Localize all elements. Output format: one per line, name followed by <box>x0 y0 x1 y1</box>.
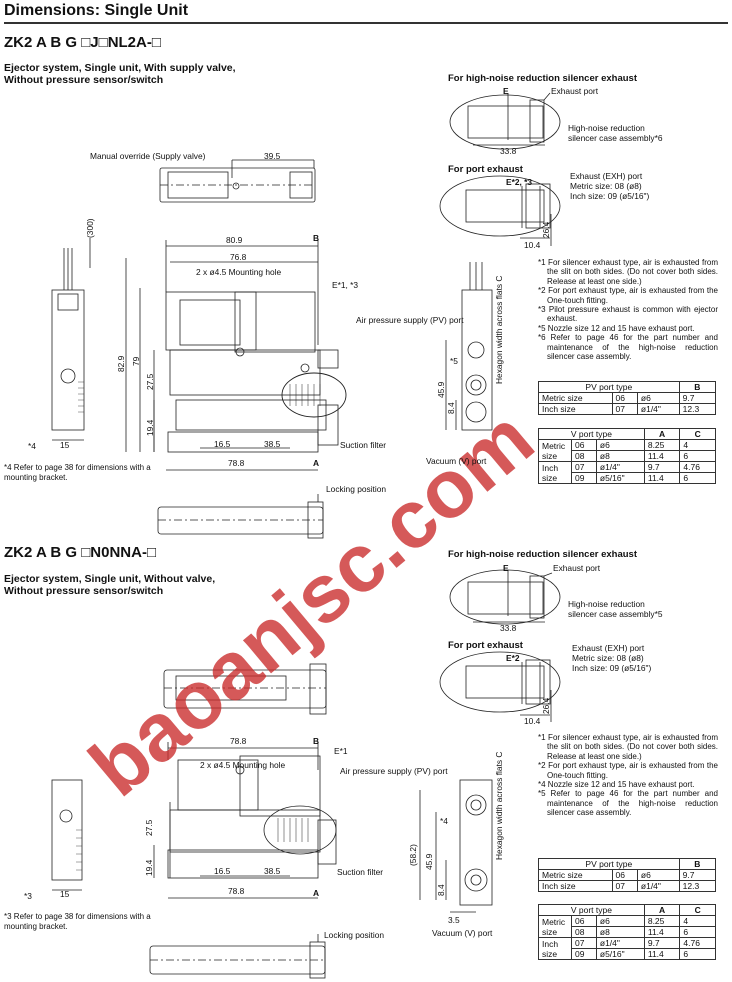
dim-300: (300) <box>85 218 95 238</box>
footnote-1: *4 Refer to page 38 for dimensions with … <box>4 463 151 482</box>
label-mount-hole-2: 2 x ø4.5 Mounting hole <box>200 760 286 770</box>
label-manual-override: Manual override (Supply valve) <box>90 151 206 161</box>
front-view-1 <box>125 240 347 471</box>
port-exhaust-view-1 <box>439 175 561 246</box>
bottom-view-1 <box>157 494 324 539</box>
port-exhaust-heading-2: For port exhaust <box>448 640 523 651</box>
silencer-e-1: E <box>503 86 509 96</box>
dim-10-4-1: 10.4 <box>524 240 541 250</box>
notes-2: *1 For silencer exhaust type, air is exh… <box>538 733 718 818</box>
top-view-2 <box>163 663 327 715</box>
label-exh-port-2: Exhaust (EXH) port Metric size: 08 (ø8) … <box>572 643 652 673</box>
dim-19-4: 19.4 <box>145 419 155 436</box>
label-locking-1: Locking position <box>326 484 387 494</box>
dim-33-8-1: 33.8 <box>500 146 517 156</box>
dim-16-5-2: 16.5 <box>214 866 231 876</box>
label-e-2: E*1 <box>334 746 348 756</box>
label-mount-hole: 2 x ø4.5 Mounting hole <box>196 267 282 277</box>
dim-79: 79 <box>131 356 141 366</box>
label-e: E*1, *3 <box>332 280 359 290</box>
dim-16-5: 16.5 <box>214 439 231 449</box>
model-number-1: ZK2 A B G □J□NL2A-□ <box>4 34 161 51</box>
label-case-1: High-noise reduction silencer case assem… <box>568 123 663 143</box>
dim-80-9: 80.9 <box>226 235 243 245</box>
label-b-2: B <box>313 736 320 746</box>
label-b: B <box>313 233 320 243</box>
dim-78-8: 78.8 <box>228 458 245 468</box>
section1-subtitle: Ejector system, Single unit, With supply… <box>4 62 236 86</box>
dim-76-8: 76.8 <box>230 252 247 262</box>
silencer-view-1 <box>449 92 561 150</box>
label-vacuum-2: Vacuum (V) port <box>432 928 493 938</box>
page-header: Dimensions: Single Unit <box>4 2 728 24</box>
label-vacuum-1: Vacuum (V) port <box>426 456 487 466</box>
bottom-view-2 <box>149 934 326 979</box>
section2-subtitle: Ejector system, Single unit, Without val… <box>4 573 216 597</box>
dim-26-4-2: 26.4 <box>541 697 551 714</box>
right-view-1 <box>445 262 493 431</box>
right-view-2 <box>419 779 493 913</box>
side-view-1 <box>51 238 91 441</box>
dim-27-5: 27.5 <box>145 373 155 390</box>
label-exhaust-port-2: Exhaust port <box>553 563 601 573</box>
label-suction-filter-2: Suction filter <box>337 867 384 877</box>
label-a-2: A <box>313 888 320 898</box>
dim-26-4-1: 26.4 <box>541 221 551 238</box>
label-star4: *4 <box>28 441 36 451</box>
model-number-2: ZK2 A B G □N0NNA-□ <box>4 544 157 561</box>
dim-8-4: 8.4 <box>446 402 456 414</box>
port-exhaust-view-2 <box>439 651 561 722</box>
port-exhaust-e-1: E*2, *3 <box>506 177 533 187</box>
side-view-2 <box>51 779 83 891</box>
footnote-2: *3 Refer to page 38 for dimensions with … <box>4 912 151 931</box>
dim-15: 15 <box>60 440 70 450</box>
dim-8-4-2: 8.4 <box>436 884 446 896</box>
dim-38-5: 38.5 <box>264 439 281 449</box>
dim-10-4-2: 10.4 <box>524 716 541 726</box>
label-hex-2: Hexagon width across flats C <box>494 751 504 860</box>
silencer-view-2 <box>449 569 561 625</box>
label-star4-2: *4 <box>440 816 448 826</box>
label-star5: *5 <box>450 356 458 366</box>
dim-3-5: 3.5 <box>448 915 460 925</box>
label-hex-1: Hexagon width across flats C <box>494 275 504 384</box>
dim-27-5-2: 27.5 <box>144 819 154 836</box>
label-exh-port-1: Exhaust (EXH) port Metric size: 08 (ø8) … <box>570 171 650 201</box>
dim-15-2: 15 <box>60 889 70 899</box>
label-suction-filter: Suction filter <box>340 440 387 450</box>
label-case-2: High-noise reduction silencer case assem… <box>568 599 663 619</box>
port-exhaust-heading-1: For port exhaust <box>448 164 523 175</box>
label-air-supply-1: Air pressure supply (PV) port <box>356 315 464 325</box>
port-exhaust-e-2: E*2 <box>506 653 520 663</box>
page-title: Dimensions: Single Unit <box>4 2 189 19</box>
dim-58-2: (58.2) <box>408 844 418 866</box>
dim-45-9-2: 45.9 <box>424 853 434 870</box>
label-air-supply-2: Air pressure supply (PV) port <box>340 766 448 776</box>
dim-78-8-top: 78.8 <box>230 736 247 746</box>
silencer-e-2: E <box>503 563 509 573</box>
dim-19-4-2: 19.4 <box>144 859 154 876</box>
label-a: A <box>313 458 320 468</box>
notes-1: *1 For silencer exhaust type, air is exh… <box>538 258 718 362</box>
silencer-heading-2: For high-noise reduction silencer exhaus… <box>448 549 637 560</box>
dim-82-9: 82.9 <box>116 355 126 372</box>
dim-33-8-2: 33.8 <box>500 623 517 633</box>
dim-39-5: 39.5 <box>264 151 281 161</box>
dim-38-5-2: 38.5 <box>264 866 281 876</box>
silencer-heading-1: For high-noise reduction silencer exhaus… <box>448 73 637 84</box>
label-exhaust-port-1: Exhaust port <box>551 86 599 96</box>
top-view-1 <box>159 159 316 203</box>
dim-45-9: 45.9 <box>436 381 446 398</box>
front-view-2 <box>153 742 337 899</box>
label-locking-2: Locking position <box>324 930 385 940</box>
label-star3: *3 <box>24 891 32 901</box>
dim-78-8-2: 78.8 <box>228 886 245 896</box>
